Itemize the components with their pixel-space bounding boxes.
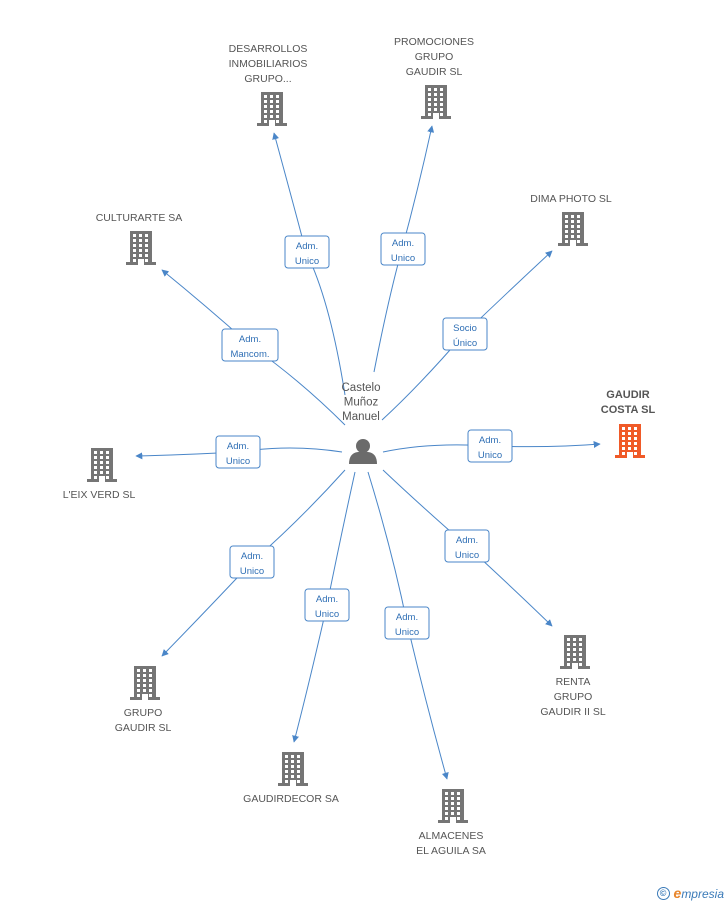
- node-label: GAUDIR SL: [406, 66, 463, 78]
- node-label: CULTURARTE SA: [96, 212, 183, 224]
- edge-label-text: Unico: [295, 256, 319, 267]
- edge-label-box[interactable]: Adm. Mancom.: [221, 328, 279, 362]
- node-label: GAUDIR SL: [115, 722, 172, 734]
- node-leix[interactable]: L'EIX VERD SL: [63, 448, 136, 501]
- edge-almacenes: Adm. Unico: [367, 471, 449, 780]
- node-culturarte[interactable]: CULTURARTE SA: [96, 212, 183, 265]
- edge-label-text: Unico: [315, 609, 339, 620]
- node-label: GAUDIR II SL: [540, 706, 606, 718]
- edge-label-text: Adm.: [392, 238, 414, 249]
- building-icon[interactable]: [87, 448, 117, 482]
- building-icon[interactable]: [615, 424, 645, 458]
- node-dima[interactable]: DIMA PHOTO SL: [530, 193, 612, 246]
- node-label: GRUPO...: [244, 73, 291, 85]
- node-label: ALMACENES: [419, 830, 484, 842]
- edge-label-text: Unico: [395, 627, 419, 638]
- node-gaudirdecor[interactable]: GAUDIRDECOR SA: [243, 752, 339, 805]
- edge-label-box[interactable]: Adm. Unico: [229, 545, 275, 579]
- node-label: PROMOCIONES: [394, 36, 474, 48]
- edge-label-text: Adm.: [296, 241, 318, 252]
- edges-layer: Adm.UnicoAdm.UnicoAdm.Mancom.SocioÚnicoA…: [135, 125, 601, 780]
- edge-label-text: Adm.: [396, 612, 418, 623]
- edge-label-box[interactable]: Adm. Unico: [444, 529, 490, 563]
- edge-promociones: Adm. Unico: [373, 125, 435, 373]
- node-label: INMOBILIARIOS: [229, 58, 308, 70]
- person-name: Castelo: [342, 382, 381, 394]
- nodes-layer: DESARROLLOS INMOBILIARIOS GRUPO... PROMOCIO…: [63, 36, 656, 857]
- edge-label-text: Unico: [391, 253, 415, 264]
- node-label: RENTA: [556, 676, 591, 688]
- edge-label-text: Unico: [226, 456, 250, 467]
- edge-label-text: Adm.: [239, 334, 261, 345]
- person-name: Manuel: [342, 411, 380, 423]
- node-label: GRUPO: [415, 51, 454, 63]
- edge-label-text: Adm.: [479, 435, 501, 446]
- building-icon[interactable]: [438, 789, 468, 823]
- edge-grupo-gaudir: Adm. Unico: [161, 469, 346, 657]
- node-label: GRUPO: [554, 691, 593, 703]
- node-grupo-gaudir[interactable]: GRUPO GAUDIR SL: [115, 666, 172, 734]
- person-name: Muñoz: [344, 397, 379, 409]
- edge-label-text: Socio: [453, 323, 477, 334]
- edge-label-text: Adm.: [316, 594, 338, 605]
- edge-label-text: Mancom.: [230, 349, 269, 360]
- edge-culturarte: Adm. Mancom.: [161, 269, 346, 426]
- edge-label-box[interactable]: Adm. Unico: [304, 588, 350, 622]
- edge-label-box[interactable]: Adm. Unico: [284, 235, 330, 269]
- building-icon[interactable]: [126, 231, 156, 265]
- edge-label-text: Único: [453, 338, 477, 349]
- edge-label-box[interactable]: Adm. Unico: [215, 435, 261, 469]
- node-label: GRUPO: [124, 707, 163, 719]
- node-almacenes[interactable]: ALMACENES EL AGUILA SA: [416, 789, 486, 857]
- brand-logo[interactable]: empresia: [673, 885, 724, 901]
- copyright-icon: ©: [656, 886, 670, 900]
- node-gaudir-costa[interactable]: GAUDIR COSTA SL: [601, 389, 656, 458]
- building-icon[interactable]: [130, 666, 160, 700]
- building-icon[interactable]: [257, 92, 287, 126]
- person-icon[interactable]: [349, 439, 377, 464]
- node-desarrollos[interactable]: DESARROLLOS INMOBILIARIOS GRUPO...: [229, 43, 308, 126]
- node-label: DESARROLLOS: [229, 43, 308, 55]
- edge-desarrollos: Adm. Unico: [272, 132, 346, 396]
- building-icon[interactable]: [558, 212, 588, 246]
- edge-label-text: Adm.: [241, 551, 263, 562]
- footer-brand: © empresia: [656, 885, 724, 901]
- node-label: COSTA SL: [601, 404, 656, 416]
- node-renta[interactable]: RENTA GRUPO GAUDIR II SL: [540, 635, 606, 718]
- node-label: EL AGUILA SA: [416, 845, 486, 857]
- node-label: DIMA PHOTO SL: [530, 193, 612, 205]
- edge-label-box[interactable]: Adm. Unico: [384, 606, 430, 640]
- node-promociones[interactable]: PROMOCIONES GRUPO GAUDIR SL: [394, 36, 474, 119]
- edge-label-box[interactable]: Adm. Unico: [380, 232, 426, 266]
- edge-label-box[interactable]: Adm. Unico: [467, 429, 513, 463]
- edge-label-text: Unico: [240, 566, 264, 577]
- node-label: GAUDIRDECOR SA: [243, 793, 339, 805]
- building-icon[interactable]: [421, 85, 451, 119]
- edge-gaudirdecor: Adm. Unico: [292, 471, 356, 743]
- edge-label-text: Adm.: [227, 441, 249, 452]
- edge-gaudir-costa: Adm. Unico: [382, 429, 601, 463]
- edge-leix: Adm. Unico: [135, 435, 343, 469]
- node-label: GAUDIR: [606, 389, 649, 401]
- building-icon[interactable]: [278, 752, 308, 786]
- edge-label-text: Unico: [455, 550, 479, 561]
- edge-label-text: Unico: [478, 450, 502, 461]
- building-icon[interactable]: [560, 635, 590, 669]
- edge-label-text: Adm.: [456, 535, 478, 546]
- edge-renta: Adm. Unico: [382, 469, 553, 627]
- node-label: L'EIX VERD SL: [63, 489, 136, 501]
